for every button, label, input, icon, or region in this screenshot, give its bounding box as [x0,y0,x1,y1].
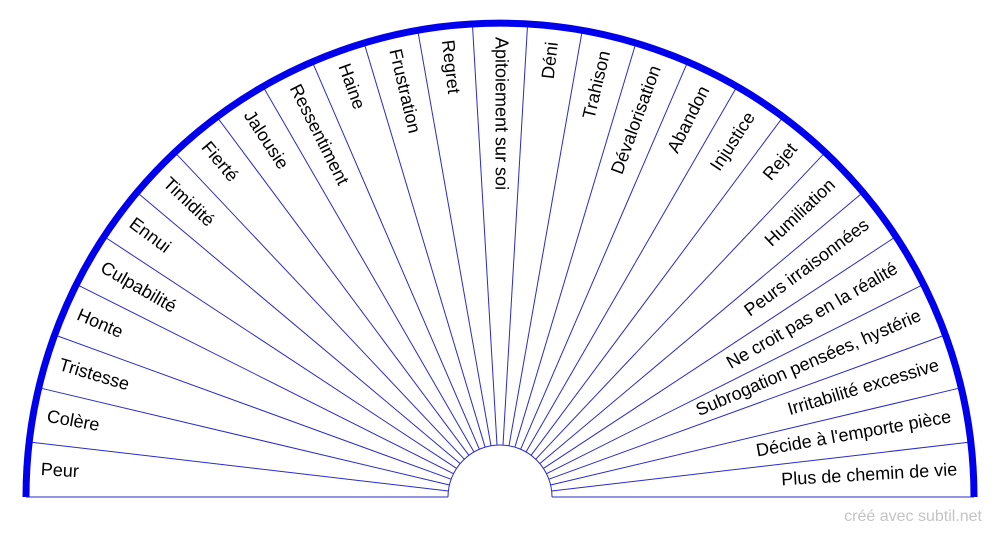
segment-divider [548,334,946,480]
credit-text: créé avec subtil.net [844,508,982,525]
segment-divider [76,283,454,475]
segment-label: Jalousie [240,107,293,173]
segment-label: Plus de chemin de vie [781,459,958,489]
segment-label: Fierté [198,137,243,185]
segment-divider [311,61,480,450]
segment-divider [520,61,689,450]
segment-divider [216,116,470,456]
segment-label: Abandon [663,83,713,156]
segment-label: Dévalorisation [607,63,665,177]
segment-label: Ressentiment [286,81,353,188]
segment-label: Rejet [759,139,801,184]
segment-label: Timidité [159,173,218,230]
segment-divider [525,86,738,453]
segment-divider [543,236,897,469]
segment-label: Peurs irraisonnées [740,214,872,320]
segment-label: Tristesse [57,354,132,394]
segment-divider [546,283,924,475]
segment-divider [551,441,971,492]
segment-divider [550,387,962,486]
segment-divider [103,236,457,469]
segment-divider [417,30,492,446]
segment-dividers [26,23,974,498]
segment-label: Décide à l'emporte pièce [755,406,953,460]
segment-divider [539,191,864,464]
outer-arc [22,19,978,498]
segment-divider [363,42,486,448]
segment-label: Haine [334,61,369,112]
segment-divider [471,23,498,446]
segment-label: Culpabilité [97,257,180,316]
segment-label: Ennui [126,213,175,257]
segment-label: Colère [45,406,101,435]
segment-divider [29,441,449,492]
segment-divider [514,42,637,448]
segment-divider [54,334,452,480]
segment-divider [174,151,465,460]
segment-divider [530,116,784,456]
segment-divider [508,30,583,446]
segment-divider [262,86,475,453]
segment-divider [502,23,529,446]
segment-label: Injustice [706,108,759,174]
segment-divider [38,387,450,486]
segment-label: Peur [40,459,79,481]
segment-divider [136,191,461,464]
segment-divider [535,151,826,460]
segment-label: Frustration [385,47,424,135]
segment-label: Regret [438,39,464,95]
segment-label: Apitoiement sur soi [491,37,511,190]
center-hub-arc [447,444,553,498]
segment-label: Trahison [579,49,614,121]
segment-label: Honte [74,304,126,341]
segment-label: Déni [538,41,562,80]
